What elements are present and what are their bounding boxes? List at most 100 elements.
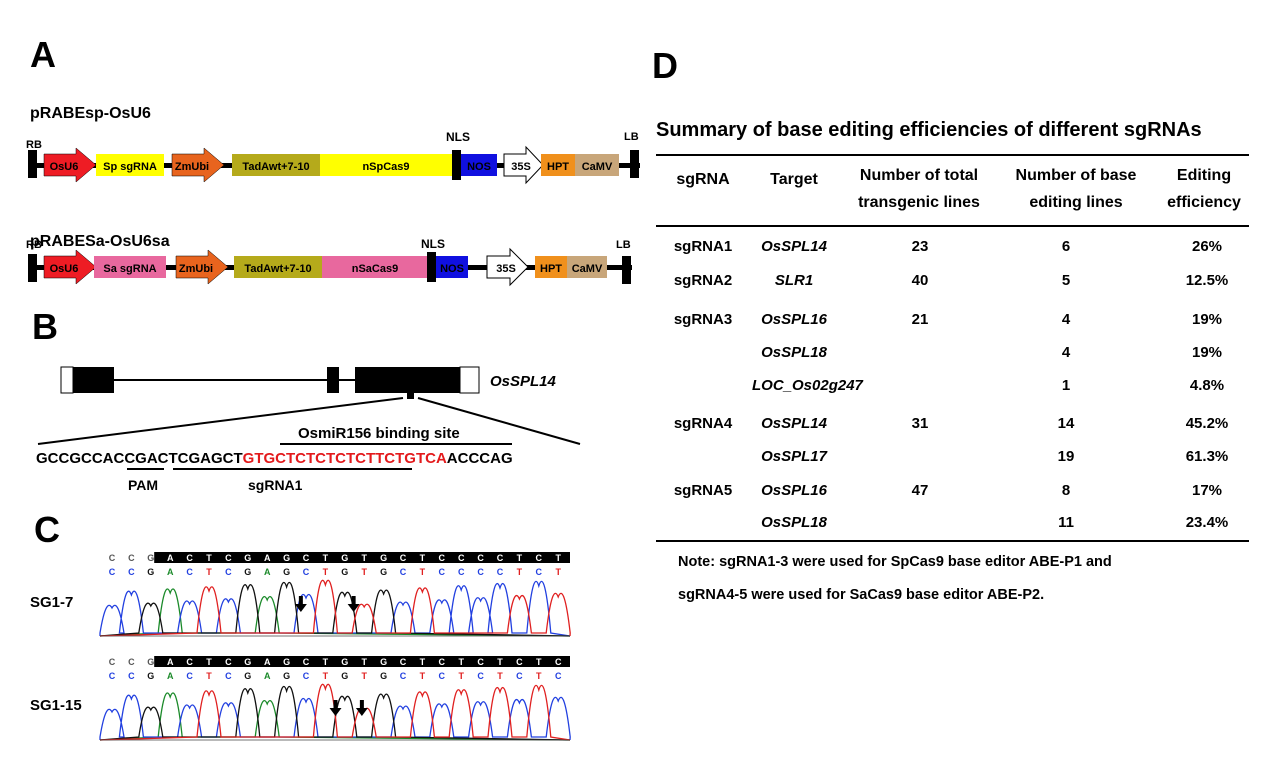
sample-label-sg1-15: SG1-15 (30, 697, 82, 714)
hpt-box (541, 154, 575, 176)
table-cell-edited: 11 (1058, 514, 1074, 531)
edit-site-arrow (359, 700, 364, 708)
called-base: C (439, 567, 446, 577)
reference-base: T (420, 657, 426, 667)
called-base: G (380, 567, 387, 577)
edit-site-arrow (347, 604, 360, 612)
table-cell-efficiency: 4.8% (1189, 377, 1225, 394)
table-cell-target: OsSPL14 (761, 415, 827, 432)
called-base: C (109, 567, 116, 577)
called-base: C (128, 567, 135, 577)
col-header-total-lines: Number of total transgenic lines (858, 167, 980, 211)
col-header-efficiency: Editing efficiency (1167, 167, 1241, 211)
called-base: G (147, 671, 154, 681)
reference-sequence-bar (154, 656, 570, 667)
nsacas9-label: nSaCas9 (352, 263, 398, 275)
note-line-1: Note: sgRNA1-3 were used for SpCas9 base… (678, 554, 1112, 570)
rb-label: RB (26, 239, 42, 251)
table-cell-target: SLR1 (774, 272, 814, 289)
nls-box (427, 252, 436, 282)
table-cell-efficiency: 45.2% (1185, 415, 1229, 432)
construct-2-map: RB LB NLS OsU6 Sa sgRNA ZmUbi TadAwt+7-1… (26, 237, 632, 287)
reference-base: T (555, 553, 561, 563)
table-cell-efficiency: 23.4% (1185, 514, 1229, 531)
lb-label: LB (616, 239, 631, 251)
reference-base: G (244, 553, 251, 563)
osu6-label: OsU6 (50, 263, 79, 275)
reference-base: C (128, 657, 135, 667)
reference-base: C (109, 657, 116, 667)
table-cell-target: OsSPL14 (761, 238, 827, 255)
table-cell-sgrna: sgRNA3 (673, 311, 733, 328)
reference-base: G (244, 657, 251, 667)
reference-base: C (225, 553, 232, 563)
called-base: T (420, 671, 426, 681)
table-cell-edited: 5 (1061, 272, 1071, 289)
called-base: A (264, 567, 271, 577)
col-header-target: Target (770, 171, 818, 188)
called-base: C (186, 567, 193, 577)
gene-name: OsSPL14 (490, 373, 557, 390)
sa-sgrna-label: Sa sgRNA (103, 263, 156, 275)
table-cell-edited: 6 (1061, 238, 1071, 255)
sample-label-sg1-7: SG1-7 (30, 594, 74, 611)
called-base: C (439, 671, 446, 681)
called-base: G (341, 567, 348, 577)
table-cell-sgrna: sgRNA4 (673, 415, 733, 432)
table-cell-edited: 19 (1057, 448, 1075, 465)
reference-base: G (380, 657, 387, 667)
table-cell-efficiency: 17% (1191, 482, 1223, 499)
table-cell-sgrna: sgRNA2 (673, 272, 733, 289)
edit-site-arrow (298, 596, 303, 604)
called-base: C (128, 671, 135, 681)
panel-label-b: B (32, 306, 58, 347)
reference-base: C (109, 553, 116, 563)
zoom-line-right (417, 397, 581, 445)
reference-base: C (186, 553, 193, 563)
35s-label: 35S (511, 161, 531, 173)
called-base: C (477, 567, 484, 577)
table-cell-target: OsSPL16 (761, 482, 827, 499)
table-cell-edited: 8 (1061, 482, 1071, 499)
reference-base: G (283, 657, 290, 667)
reference-base: T (517, 553, 523, 563)
reference-base: T (420, 553, 426, 563)
tadawt-box (234, 256, 322, 278)
exon-1 (73, 367, 114, 393)
called-base: G (380, 671, 387, 681)
pam-label: PAM (128, 477, 158, 493)
table-cell-efficiency: 19% (1191, 311, 1223, 328)
table-title: Summary of base editing efficiencies of … (656, 119, 1202, 141)
called-base: C (400, 567, 407, 577)
called-base: C (109, 671, 116, 681)
reference-base: C (536, 553, 543, 563)
reference-base: C (186, 657, 193, 667)
reference-base: A (167, 553, 174, 563)
trace-c (99, 694, 571, 741)
reference-base: C (128, 553, 135, 563)
table-cell-edited: 14 (1057, 415, 1075, 432)
called-base: C (536, 567, 543, 577)
reference-base: C (516, 657, 523, 667)
called-base: T (361, 671, 367, 681)
table-cell-efficiency: 12.5% (1185, 272, 1229, 289)
camv-box (575, 154, 619, 176)
reference-base: C (555, 657, 562, 667)
called-base: T (497, 671, 503, 681)
table-cell-sgrna: sgRNA1 (673, 238, 733, 255)
nos-label: NOS (440, 263, 464, 275)
trace-t (99, 579, 571, 637)
sa-sgrna-box (94, 256, 166, 278)
called-base: T (420, 567, 426, 577)
lb-border (622, 256, 631, 284)
reference-base: G (380, 553, 387, 563)
gene-structure-diagram: OsSPL14 OsmiR156 binding site GCCGCCACCG… (36, 366, 581, 493)
trace-t (99, 683, 571, 741)
table-cell-sgrna: sgRNA5 (673, 482, 733, 499)
called-base: C (303, 567, 310, 577)
called-base: G (244, 567, 251, 577)
called-base: T (206, 567, 212, 577)
called-base: G (283, 567, 290, 577)
reference-base: C (225, 657, 232, 667)
table-bottom-rule (656, 540, 1249, 542)
